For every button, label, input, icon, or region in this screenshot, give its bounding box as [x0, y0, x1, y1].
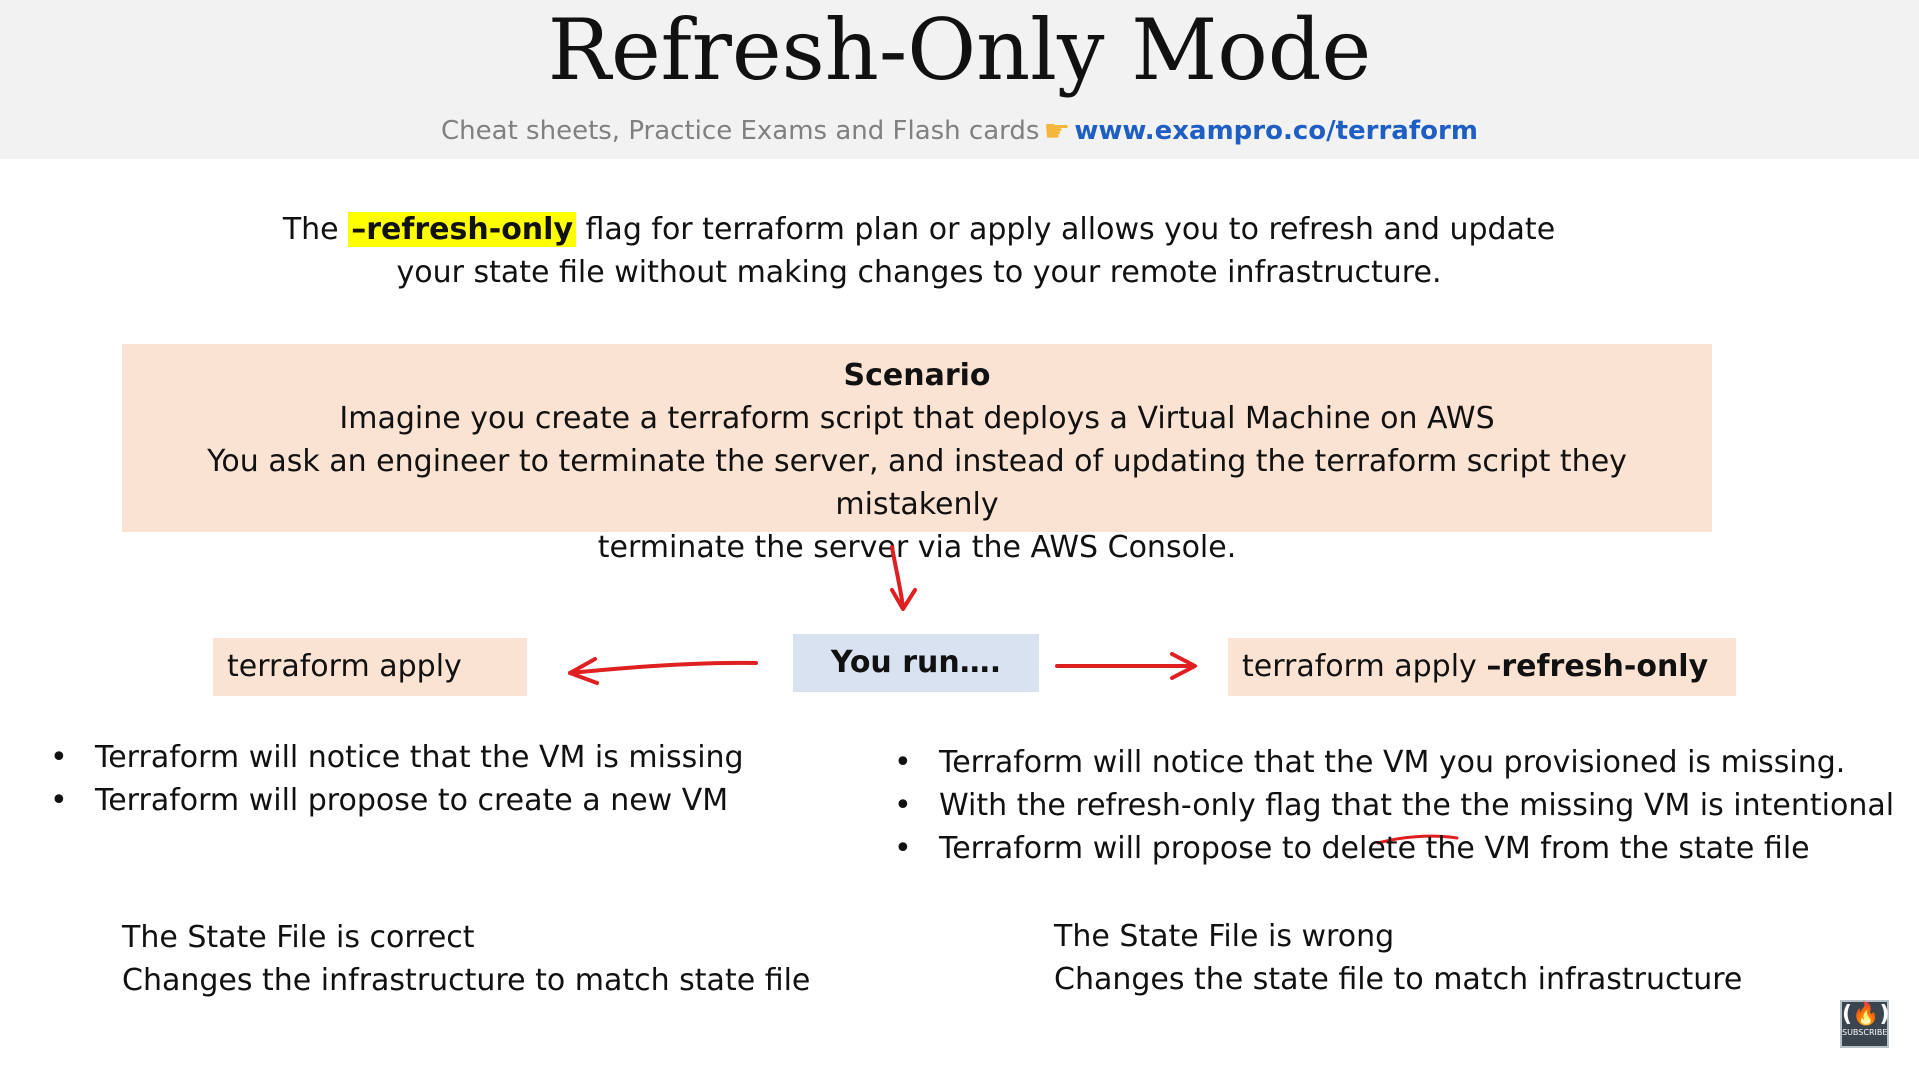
refresh-only-highlight: –refresh-only	[348, 212, 576, 247]
freecodecamp-logo-icon: (🔥)	[1842, 1002, 1890, 1027]
right-conclusion: The State File is wrong Changes the stat…	[1054, 915, 1742, 1001]
list-item: Terraform will propose to delete the VM …	[894, 827, 1894, 870]
intro-after: flag for terraform plan or apply allows …	[576, 212, 1556, 247]
down-arrow-head	[890, 588, 917, 611]
you-run-box: You run….	[793, 634, 1039, 692]
right-conclusion-1: The State File is wrong	[1054, 919, 1395, 954]
header-banner: Refresh-Only Mode Cheat sheets, Practice…	[0, 0, 1919, 159]
list-item: Terraform will propose to create a new V…	[50, 779, 744, 822]
down-arrow	[890, 545, 905, 609]
list-item: Terraform will notice that the VM you pr…	[894, 741, 1894, 784]
right-conclusion-2: Changes the state file to match infrastr…	[1054, 962, 1743, 997]
scenario-line3: terminate the server via the AWS Console…	[597, 530, 1237, 565]
terraform-apply-refresh-box: terraform apply –refresh-only	[1228, 638, 1736, 696]
scenario-heading: Scenario	[843, 358, 991, 393]
left-conclusion-1: The State File is correct	[122, 920, 475, 955]
refresh-command-flag: –refresh-only	[1486, 649, 1709, 684]
terraform-apply-box: terraform apply	[213, 638, 527, 696]
subtitle-text: Cheat sheets, Practice Exams and Flash c…	[441, 116, 1040, 146]
left-conclusion-2: Changes the infrastructure to match stat…	[122, 963, 811, 998]
list-item: Terraform will notice that the VM is mis…	[50, 736, 744, 779]
page-title: Refresh-Only Mode	[547, 1, 1372, 99]
scenario-line1: Imagine you create a terraform script th…	[339, 401, 1495, 436]
right-arrow-head	[1170, 652, 1197, 680]
scenario-line2: You ask an engineer to terminate the ser…	[207, 444, 1627, 522]
pointing-hand-icon: ☛	[1043, 114, 1071, 149]
left-arrow	[568, 660, 758, 675]
intro-text: The –refresh-only flag for terraform pla…	[0, 208, 1838, 294]
subscribe-label: SUBSCRIBE	[1842, 1028, 1888, 1037]
list-item: With the refresh-only flag that the the …	[894, 784, 1894, 827]
right-bullet-list: Terraform will notice that the VM you pr…	[894, 741, 1894, 870]
left-bullet-list: Terraform will notice that the VM is mis…	[50, 736, 744, 822]
left-conclusion: The State File is correct Changes the in…	[122, 916, 810, 1002]
refresh-command-plain: terraform apply	[1242, 649, 1487, 684]
exampro-link[interactable]: www.exampro.co/terraform	[1074, 116, 1478, 146]
subscribe-button[interactable]: (🔥) SUBSCRIBE	[1840, 1000, 1890, 1048]
scenario-box: Scenario Imagine you create a terraform …	[122, 344, 1712, 565]
left-arrow-head	[568, 657, 599, 685]
intro-line2: your state file without making changes t…	[396, 255, 1442, 290]
subtitle: Cheat sheets, Practice Exams and Flash c…	[0, 112, 1919, 151]
intro-before: The	[282, 212, 349, 247]
